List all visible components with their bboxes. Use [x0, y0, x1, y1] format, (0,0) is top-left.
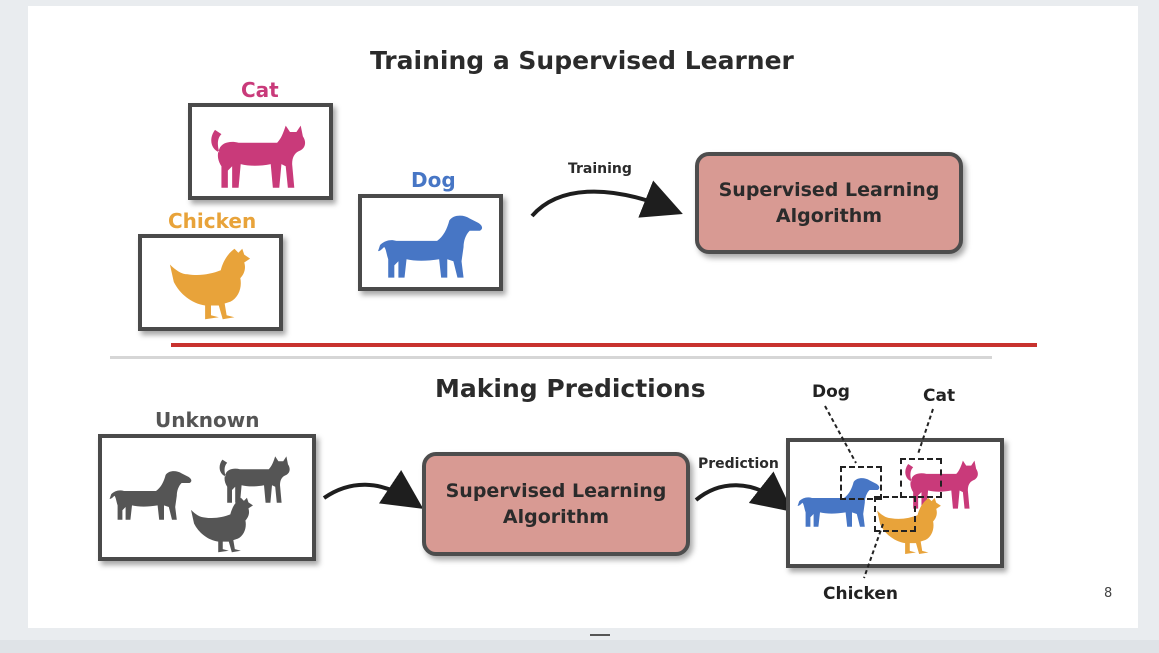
training-algorithm-line1: Supervised Learning	[718, 179, 940, 201]
output-cat-label: Cat	[923, 386, 956, 406]
red-divider	[171, 343, 1037, 347]
prediction-algorithm-box: Supervised Learning Algorithm	[422, 452, 690, 556]
page-number: 8	[1104, 586, 1113, 601]
slide-title: Training a Supervised Learner	[370, 46, 794, 75]
output-leader-lines	[824, 405, 934, 579]
chicken-training-box	[138, 234, 283, 331]
dog-training-box	[358, 194, 503, 291]
slide: Training a Supervised Learner Cat Chicke…	[28, 6, 1138, 628]
training-arrow	[530, 180, 683, 218]
input-arrow	[322, 470, 424, 509]
dog-detection-box	[840, 466, 882, 500]
training-algorithm-box: Supervised Learning Algorithm	[695, 152, 963, 254]
prediction-algorithm-line1: Supervised Learning	[445, 480, 667, 502]
prediction-arrow-label: Prediction	[698, 456, 779, 472]
output-chicken-label: Chicken	[823, 584, 898, 604]
training-algorithm-line2: Algorithm	[775, 205, 883, 227]
cat-detection-box	[900, 458, 942, 498]
cat-label: Cat	[241, 78, 279, 102]
scroll-handle[interactable]	[590, 634, 610, 636]
unknown-label: Unknown	[155, 408, 260, 432]
cat-training-box	[188, 103, 333, 200]
unknown-box	[98, 434, 316, 561]
prediction-output-box	[786, 438, 1004, 568]
training-arrow-label: Training	[568, 161, 632, 177]
chicken-label: Chicken	[168, 209, 257, 233]
prediction-arrow	[694, 471, 793, 512]
chicken-detection-box	[874, 496, 916, 532]
output-dog-label: Dog	[812, 382, 850, 402]
grey-divider	[110, 356, 992, 359]
dog-label: Dog	[411, 168, 456, 192]
viewer-bottom-bar	[0, 640, 1159, 653]
predictions-section-title: Making Predictions	[435, 374, 706, 403]
prediction-algorithm-line2: Algorithm	[502, 506, 610, 528]
